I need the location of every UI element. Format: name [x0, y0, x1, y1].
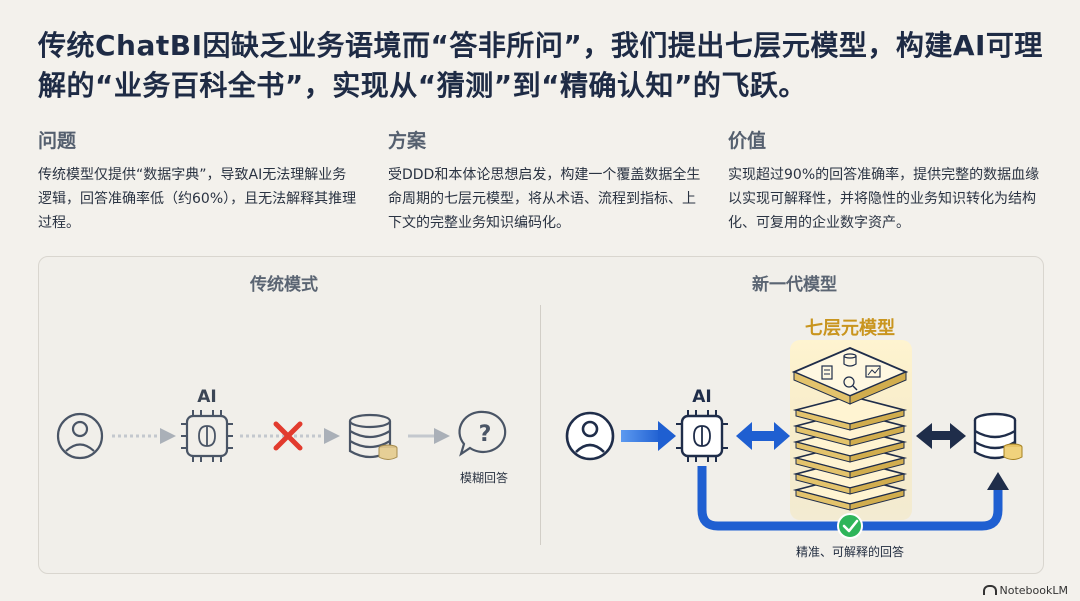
traditional-title: 传统模式: [250, 275, 318, 295]
check-icon: [837, 513, 863, 539]
question-bubble-icon: ?: [458, 410, 507, 457]
svg-text:?: ?: [479, 422, 492, 447]
traditional-user-icon: [56, 412, 104, 460]
traditional-ai-chip-icon: [181, 410, 233, 462]
model-chart-mini-icon: [865, 365, 881, 378]
new-ai-chip-icon: [676, 410, 728, 462]
traditional-ai-label: AI: [197, 387, 216, 407]
precise-answer-label: 精准、可解释的回答: [796, 544, 904, 559]
page-headline: 传统ChatBI因缺乏业务语境而“答非所问”，我们提出七层元模型，构建AI可理解…: [38, 29, 1043, 102]
problem-column: 问题 传统模型仅提供“数据字典”，导致AI无法理解业务逻辑，回答准确率低（约60…: [38, 126, 358, 235]
traditional-arrow-1: [112, 428, 176, 444]
traditional-database-icon: [348, 413, 398, 460]
panel-divider: [540, 305, 541, 545]
traditional-arrow-2: [240, 428, 340, 444]
new-user-icon: [565, 411, 615, 461]
model-layer-1: [791, 347, 909, 405]
new-gen-title: 新一代模型: [752, 275, 837, 295]
model-doc-mini-icon: [821, 365, 833, 380]
new-arrow-model-to-db: [916, 423, 966, 449]
model-layer-2: [792, 395, 908, 431]
solution-title: 方案: [388, 130, 427, 152]
layer-stack-icon: [791, 347, 909, 511]
error-x-icon: [273, 421, 303, 451]
model-db-mini-icon: [843, 353, 857, 367]
notebooklm-brand: NotebookLM: [982, 584, 1068, 597]
new-database-icon: [973, 412, 1023, 460]
value-column: 价值 实现超过90%的回答准确率，提供完整的数据血缘以实现可解释性，并将隐性的业…: [728, 126, 1048, 235]
new-arrow-ai-to-model: [736, 422, 790, 450]
seven-layer-model-title: 七层元模型: [805, 317, 895, 339]
problem-text: 传统模型仅提供“数据字典”，导致AI无法理解业务逻辑，回答准确率低（约60%），…: [38, 167, 357, 231]
solution-text: 受DDD和本体论思想启发，构建一个覆盖数据全生命周期的七层元模型，将从术语、流程…: [388, 167, 701, 231]
value-text: 实现超过90%的回答准确率，提供完整的数据血缘以实现可解释性，并将隐性的业务知识…: [728, 167, 1040, 231]
vague-answer-label: 模糊回答: [460, 470, 508, 485]
brand-label: NotebookLM: [999, 584, 1068, 597]
problem-title: 问题: [38, 130, 77, 152]
brand-logo-icon: [982, 585, 997, 595]
new-arrow-user-to-ai: [621, 421, 676, 451]
model-search-mini-icon: [843, 376, 858, 391]
new-ai-label: AI: [692, 387, 711, 407]
value-title: 价值: [728, 130, 767, 152]
solution-column: 方案 受DDD和本体论思想启发，构建一个覆盖数据全生命周期的七层元模型，将从术语…: [388, 126, 708, 235]
traditional-arrow-3: [408, 428, 450, 444]
